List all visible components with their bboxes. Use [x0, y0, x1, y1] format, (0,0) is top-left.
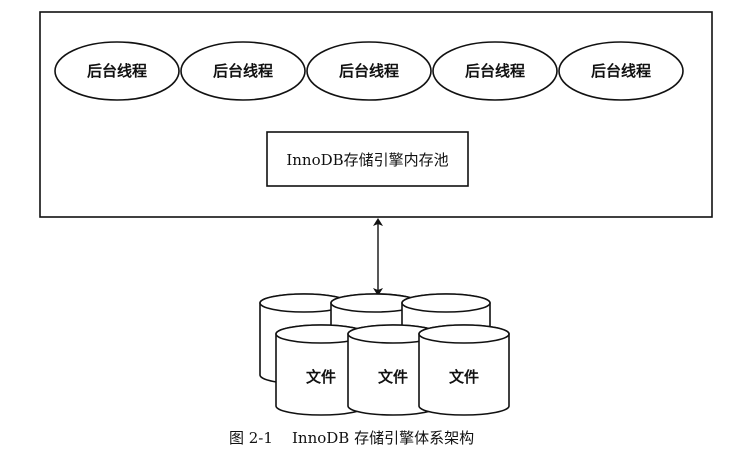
- background-thread: 后台线程: [306, 41, 432, 101]
- data-files-group: 文件 文件 文件: [259, 293, 510, 416]
- thread-label: 后台线程: [213, 62, 273, 80]
- thread-ellipse: [180, 41, 306, 101]
- cylinder-top: [418, 324, 510, 344]
- file-label: 文件: [449, 368, 479, 386]
- memory-pool-label: InnoDB存储引擎内存池: [286, 151, 448, 169]
- thread-ellipse: [306, 41, 432, 101]
- thread-label: 后台线程: [591, 62, 651, 80]
- thread-label: 后台线程: [87, 62, 147, 80]
- thread-label: 后台线程: [465, 62, 525, 80]
- background-thread: 后台线程: [180, 41, 306, 101]
- thread-label: 后台线程: [339, 62, 399, 80]
- thread-ellipse: [558, 41, 684, 101]
- thread-ellipse: [54, 41, 180, 101]
- file-cylinder: 文件: [418, 324, 510, 416]
- cylinder-top: [401, 293, 491, 313]
- file-cylinder: 文件: [275, 324, 367, 416]
- file-label: 文件: [306, 368, 336, 386]
- figure-caption: 图 2-1 InnoDB 存储引擎体系架构: [229, 429, 474, 447]
- file-label: 文件: [378, 368, 408, 386]
- background-threads-group: 后台线程 后台线程 后台线程 后台线程 后台线程: [54, 41, 684, 101]
- background-thread: 后台线程: [558, 41, 684, 101]
- background-thread: 后台线程: [54, 41, 180, 101]
- thread-ellipse: [432, 41, 558, 101]
- background-thread: 后台线程: [432, 41, 558, 101]
- memory-pool-box: [266, 131, 469, 187]
- file-cylinder: 文件: [347, 324, 439, 416]
